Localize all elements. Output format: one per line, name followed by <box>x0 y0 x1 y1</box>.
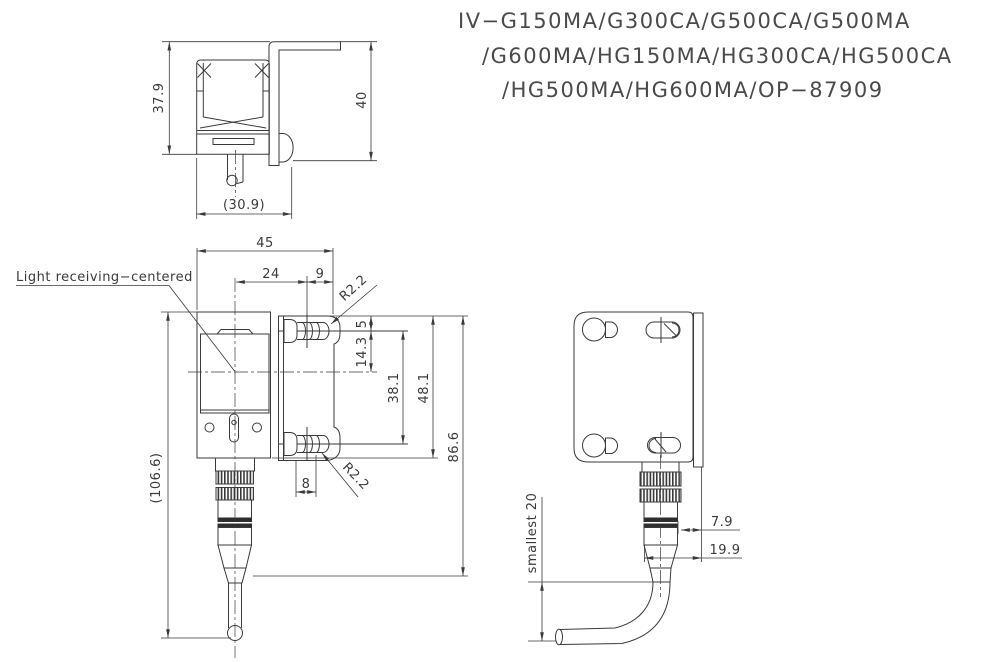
dim-front-radius-bottom: R2.2 <box>339 460 372 493</box>
dim-front-screw-to-edge: 9 <box>316 267 325 282</box>
dim-front-screw-to-axis: 14.3 <box>355 337 370 368</box>
mounting-slot-top <box>645 321 681 339</box>
product-title: IV−G150MA/G300CA/G500CA/G500MA /G600MA/H… <box>458 9 953 102</box>
side-view-geometry <box>555 311 704 646</box>
mounting-screw-top <box>279 314 408 348</box>
front-view-geometry <box>188 278 408 658</box>
title-line-2: /G600MA/HG150MA/HG300CA/HG500CA <box>482 44 953 68</box>
top-view-dimensions: 37.9 40 (30.9) <box>152 41 377 219</box>
indicator-led-right <box>252 422 262 433</box>
mounting-slot-bottom <box>647 437 681 454</box>
cable-side <box>555 581 671 646</box>
top-view: 37.9 40 (30.9) <box>152 41 377 219</box>
title-line-3: /HG500MA/HG600MA/OP−87909 <box>502 78 884 102</box>
dim-front-screw-pitch: 38.1 <box>387 373 402 404</box>
mounting-screw-bottom <box>279 427 408 461</box>
light-receiving-callout: Light receiving−centered <box>16 270 235 372</box>
dim-front-edge-to-screw: 5 <box>355 320 370 329</box>
dim-top-width: (30.9) <box>223 198 265 213</box>
bracket-plate-edge <box>693 312 704 468</box>
title-line-1: IV−G150MA/G300CA/G500CA/G500MA <box>458 9 911 33</box>
indicator-led-left <box>204 422 215 433</box>
dim-front-body-height: 48.1 <box>417 373 432 404</box>
dim-top-bracket-height: 40 <box>355 91 370 109</box>
dim-front-body-to-connector: 86.6 <box>447 432 462 463</box>
screw-head-top <box>582 317 606 342</box>
front-view: 45 24 9 R2.2 R2.2 5 14.3 38.1 48.1 86.6 … <box>16 236 468 658</box>
adjuster-slot <box>229 413 239 443</box>
dim-front-radius-top: R2.2 <box>337 272 371 304</box>
dim-side-plate-to-cable: 19.9 <box>710 543 741 558</box>
light-receiving-label: Light receiving−centered <box>16 270 193 285</box>
dim-front-screw-boss-width: 8 <box>302 477 311 492</box>
top-view-geometry <box>196 41 341 197</box>
side-view: 7.9 19.9 smallest 20 <box>525 311 742 646</box>
dim-front-width: 45 <box>256 236 274 251</box>
dim-front-overall-height: (106.6) <box>149 453 164 504</box>
dim-side-plate-to-connector: 7.9 <box>711 515 733 530</box>
side-view-dimensions: 7.9 19.9 smallest 20 <box>525 467 742 642</box>
dim-top-height: 37.9 <box>152 83 167 114</box>
screw-head-bottom <box>582 433 606 458</box>
dim-front-center-to-screw: 24 <box>262 267 280 282</box>
dim-side-cable-bend: smallest 20 <box>525 493 540 574</box>
